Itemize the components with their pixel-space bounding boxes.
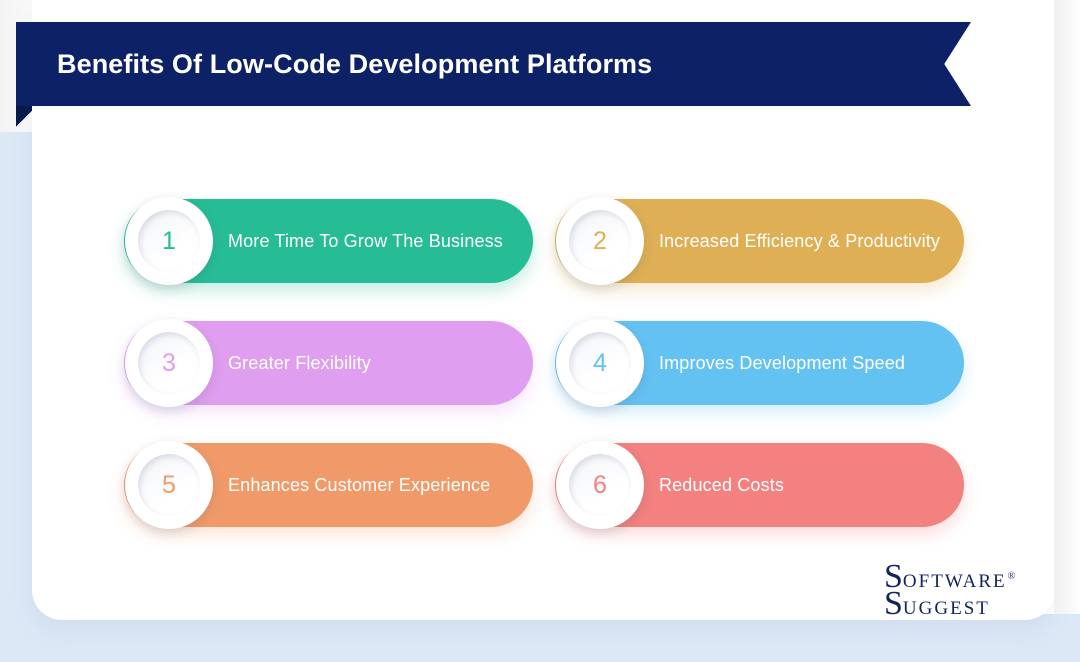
logo-line-software: S OFTWARE ® — [884, 558, 1034, 595]
logo-text-uggest: UGGEST — [902, 598, 990, 620]
logo-text-oftware: OFTWARE — [902, 571, 1007, 592]
logo-capital-s-top: S — [884, 558, 903, 595]
benefit-label: More Time To Grow The Business — [228, 230, 503, 251]
benefit-number-badge-inner: 5 — [138, 454, 200, 516]
benefit-number-badge-inner: 2 — [569, 210, 631, 272]
benefit-number-badge-inner: 4 — [569, 332, 631, 394]
benefits-row-2: 3 Greater Flexibility 4 Improves Develop… — [124, 319, 964, 407]
benefit-number: 6 — [593, 470, 607, 499]
benefit-label: Enhances Customer Experience — [228, 474, 491, 495]
background-edge-right — [1054, 0, 1080, 614]
softwaresuggest-logo: S OFTWARE ® S UGGEST — [884, 558, 1034, 621]
benefit-number: 3 — [162, 348, 176, 377]
benefit-number-badge: 2 — [556, 197, 644, 285]
benefit-number-badge-inner: 3 — [138, 332, 200, 394]
benefit-label: Improves Development Speed — [659, 352, 906, 373]
benefits-row-3: 5 Enhances Customer Experience 6 Reduced… — [124, 441, 964, 529]
logo-line-suggest: S UGGEST — [884, 585, 1034, 623]
registered-trademark-icon: ® — [1007, 571, 1016, 582]
benefit-card-2[interactable]: 2 Increased Efficiency & Productivity — [555, 197, 964, 285]
benefit-number-badge: 1 — [125, 197, 213, 285]
benefit-card-6[interactable]: 6 Reduced Costs — [555, 441, 964, 529]
benefit-number-badge: 4 — [556, 319, 644, 407]
benefit-card-1[interactable]: 1 More Time To Grow The Business — [124, 197, 533, 285]
background-edge-left — [0, 0, 34, 132]
benefit-number-badge-inner: 6 — [569, 454, 631, 516]
logo-capital-s-bottom: S — [884, 585, 903, 623]
benefit-card-3[interactable]: 3 Greater Flexibility — [124, 319, 533, 407]
benefit-number: 2 — [593, 226, 607, 255]
benefit-number: 4 — [593, 348, 607, 377]
benefits-row-1: 1 More Time To Grow The Business 2 Incre… — [124, 197, 964, 285]
benefit-label: Reduced Costs — [659, 474, 785, 495]
benefit-number-badge: 3 — [125, 319, 213, 407]
benefit-number-badge: 6 — [556, 441, 644, 529]
benefit-number-badge-inner: 1 — [138, 210, 200, 272]
benefit-card-4[interactable]: 4 Improves Development Speed — [555, 319, 964, 407]
benefit-card-5[interactable]: 5 Enhances Customer Experience — [124, 441, 533, 529]
benefit-number: 5 — [162, 470, 176, 499]
benefit-label: Increased Efficiency & Productivity — [659, 230, 941, 251]
benefit-number-badge: 5 — [125, 441, 213, 529]
benefit-label: Greater Flexibility — [228, 352, 371, 373]
benefit-number: 1 — [162, 226, 176, 255]
benefits-grid: 1 More Time To Grow The Business 2 Incre… — [124, 197, 964, 529]
